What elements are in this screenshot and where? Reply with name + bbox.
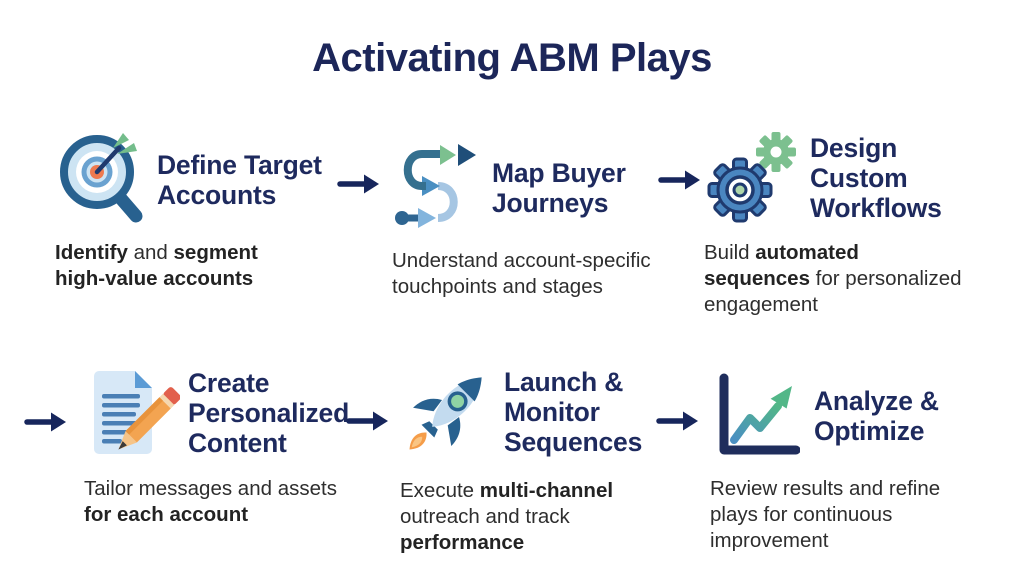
flow-arrow-icon (656, 408, 700, 434)
flow-arrow-icon (346, 408, 390, 434)
page-title: Activating ABM Plays (312, 36, 712, 80)
flow-arrow-icon (337, 171, 381, 197)
step-title: Launch & Monitor Sequences (504, 367, 643, 457)
step-title: Design Custom Workflows (810, 133, 942, 223)
step-title: Analyze & Optimize (814, 386, 939, 446)
growth-chart-icon (710, 370, 800, 462)
rocket-icon (400, 359, 494, 465)
step-title: Map Buyer Journeys (492, 158, 626, 218)
step-map-buyer-journeys: Map Buyer Journeys Understand account-sp… (392, 136, 682, 300)
step-description: Identify and segment high-value accounts (55, 241, 258, 290)
target-magnifier-icon (55, 128, 147, 232)
step-title: Define Target Accounts (157, 150, 322, 210)
step-launch-monitor-sequences: Launch & Monitor Sequences Execute multi… (400, 358, 690, 556)
flow-arrow-icon (24, 409, 68, 435)
step-description: Build automated sequences for personaliz… (704, 241, 962, 316)
step-description: Execute multi-channel outreach and track… (400, 479, 614, 554)
step-create-personalized-content: Create Personalized Content Tailor messa… (84, 360, 384, 528)
journey-path-icon (392, 142, 480, 234)
step-description: Tailor messages and assets for each acco… (84, 477, 337, 526)
step-define-target-accounts: Define Target Accounts Identify and segm… (55, 128, 355, 292)
flow-arrow-icon (658, 167, 702, 193)
step-description: Review results and refine plays for cont… (710, 477, 941, 552)
step-analyze-optimize: Analyze & Optimize Review results and re… (710, 366, 1010, 554)
step-title: Create Personalized Content (188, 368, 350, 458)
step-description: Understand account-specific touchpoints … (392, 249, 651, 298)
document-pencil-icon (84, 362, 180, 464)
step-design-custom-workflows: Design Custom Workflows Build automated … (704, 124, 1004, 318)
gears-icon (704, 126, 800, 230)
